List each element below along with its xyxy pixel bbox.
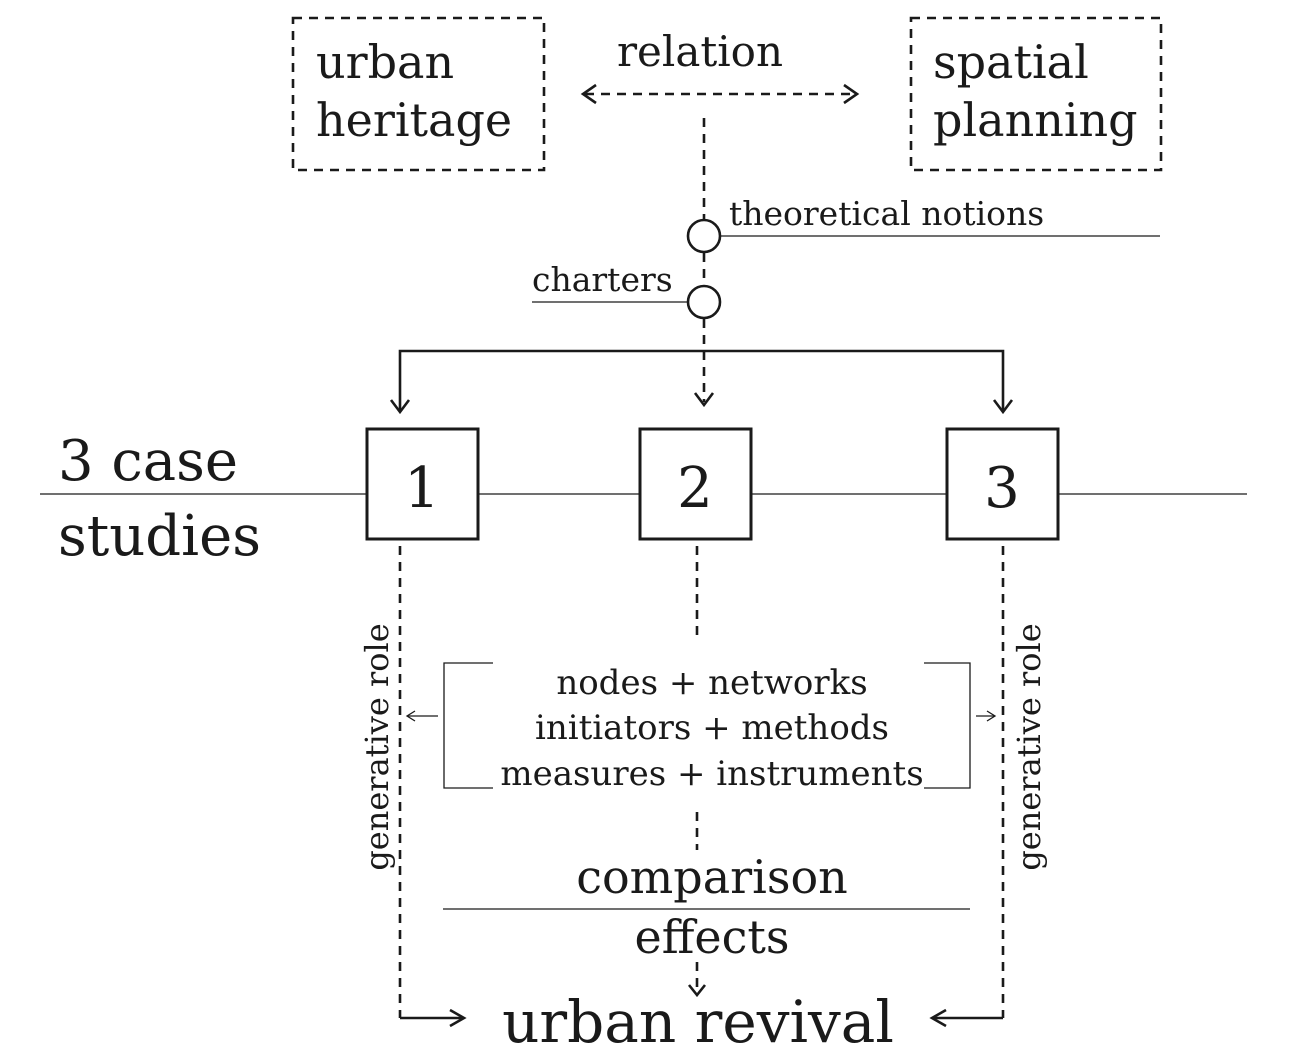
- case-1-number: 1: [404, 456, 440, 521]
- effects-label: effects: [635, 910, 790, 964]
- spatial-planning-label-line2: planning: [933, 93, 1138, 147]
- case1-arrowhead: [389, 399, 411, 415]
- case-2-box: [638, 427, 753, 541]
- middle-line-1: nodes + networks: [556, 663, 867, 703]
- theoretical-notions-node: [686, 218, 722, 254]
- urban-heritage-box: [291, 16, 546, 172]
- case-studies-label-line2: studies: [58, 504, 261, 569]
- relation-arrowhead-right: [843, 83, 860, 105]
- middle-to-right-arrowhead: [986, 710, 997, 722]
- case-3-box: [945, 427, 1060, 541]
- case-3-number: 3: [984, 456, 1020, 521]
- urban-revival-label: urban revival: [502, 988, 894, 1056]
- charters-node: [686, 284, 722, 320]
- generative-role-left-label: generative role: [358, 623, 396, 870]
- theoretical-notions-label: theoretical notions: [729, 194, 1044, 233]
- middle-to-left-arrowhead: [405, 710, 416, 722]
- spatial-planning-box: [909, 16, 1163, 172]
- case-1-box: [365, 427, 480, 541]
- case1-to-revival-arrowhead: [449, 1008, 467, 1028]
- urban-heritage-label-line1: urban: [316, 35, 454, 89]
- case-studies-label-line1: 3 case: [58, 429, 238, 494]
- middle-line-2: initiators + methods: [535, 708, 889, 748]
- comparison-label: comparison: [576, 850, 848, 904]
- case3-arrowhead: [992, 399, 1014, 415]
- relation-label: relation: [617, 27, 783, 76]
- case-2-number: 2: [677, 456, 713, 521]
- case3-to-revival-arrowhead: [929, 1008, 947, 1028]
- distribution-bracket: [398, 349, 1005, 410]
- effects-arrowhead: [687, 984, 707, 998]
- middle-line-3: measures + instruments: [500, 754, 923, 794]
- relation-arrowhead-left: [580, 83, 597, 105]
- generative-role-right-label: generative role: [1010, 623, 1048, 870]
- middle-bracket-left: [443, 662, 493, 789]
- spine-arrowhead: [693, 392, 715, 408]
- charters-label: charters: [532, 260, 673, 299]
- middle-bracket-right: [924, 662, 971, 789]
- spatial-planning-label-line1: spatial: [933, 35, 1089, 89]
- urban-heritage-label-line2: heritage: [316, 93, 512, 147]
